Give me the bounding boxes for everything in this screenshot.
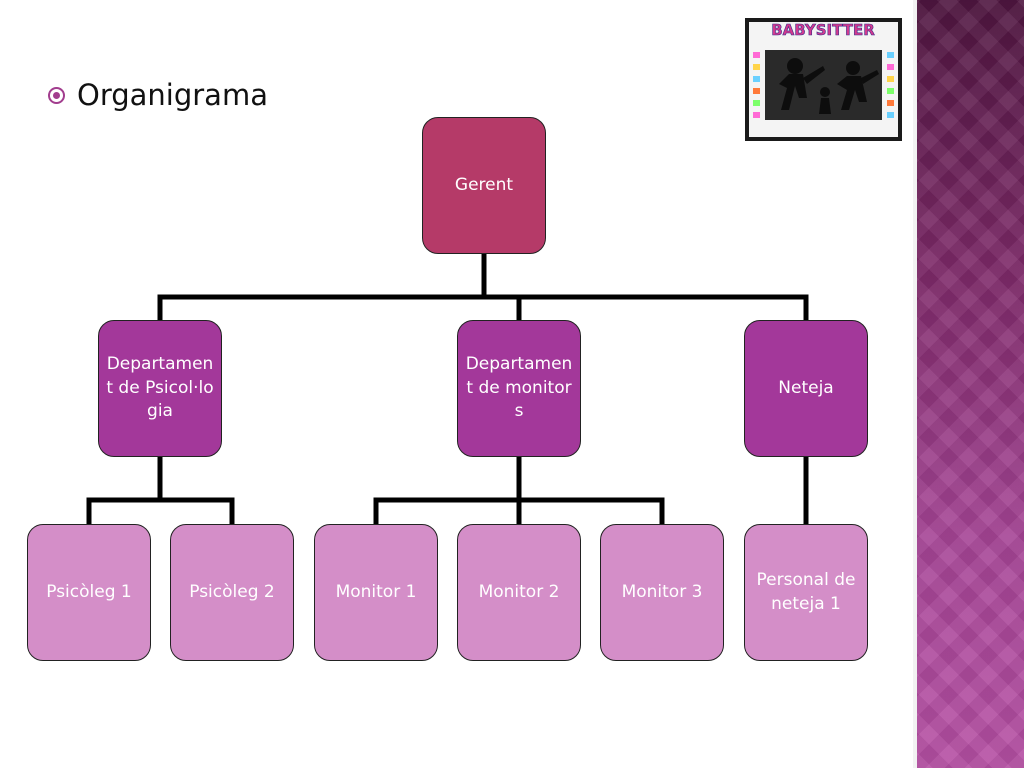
org-node-monitor-1: Monitor 1	[314, 524, 438, 661]
org-node-psicoleg-2: Psicòleg 2	[170, 524, 294, 661]
org-node-dept-monitors: Departamen t de monitors	[457, 320, 581, 457]
org-node-psicoleg-1: Psicòleg 1	[27, 524, 151, 661]
org-node-gerent: Gerent	[422, 117, 546, 254]
org-node-dept-psicologia: Departamen t de Psicol·logia	[98, 320, 222, 457]
org-node-monitor-2: Monitor 2	[457, 524, 581, 661]
target-bullet-icon	[48, 86, 65, 104]
org-node-personal-neteja-1: Personal de neteja 1	[744, 524, 868, 661]
svg-text:BABYSITTER: BABYSITTER	[771, 21, 875, 39]
slide-title: Organigrama	[77, 78, 268, 112]
side-decoration-strip	[913, 0, 1024, 768]
babysitter-logo: BABYSITTER	[745, 18, 902, 141]
org-node-dept-neteja: Neteja	[744, 320, 868, 457]
org-node-monitor-3: Monitor 3	[600, 524, 724, 661]
slide-title-row: Organigrama	[48, 78, 268, 112]
